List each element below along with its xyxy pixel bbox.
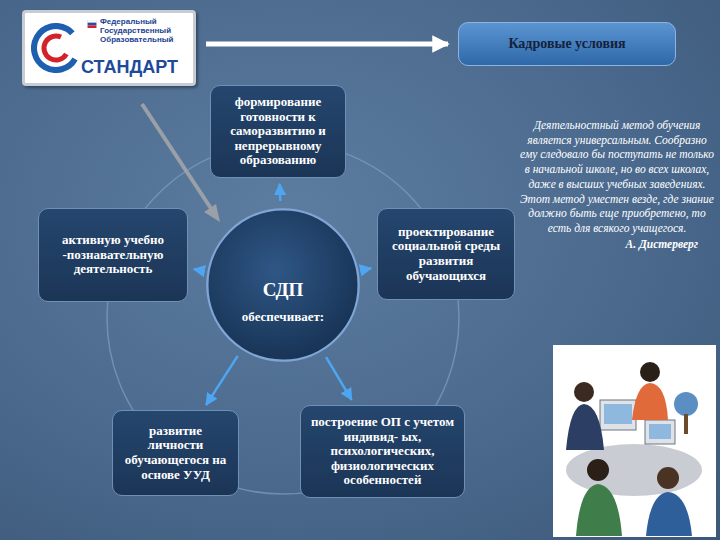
box-text: формирование готовности к саморазвитию и… [219,95,337,168]
logo-caption: Федеральный Государственный Образователь… [100,18,180,45]
connector-arrow [326,357,352,400]
connector-arrow [366,268,372,269]
process-box: проектирование социальной среды развития… [377,208,515,300]
quote-author: А. Дистерверг [518,237,716,252]
process-box: активную учебно -познавательную деятельн… [38,208,188,302]
text-block: Кадровые условия [508,36,625,52]
process-box: формирование готовности к саморазвитию и… [210,85,346,178]
logo-wordmark: СТАНДАРТ [81,57,178,78]
process-box: развитие личности обучающегося на основе… [112,410,239,496]
text-block: проектирование социальной среды развития… [386,225,506,283]
box-text: развитие личности обучающегося на основе… [121,424,230,482]
title-box: Кадровые условия [458,22,676,66]
process-box: построение ОП с учетом индивид- ых, псих… [300,405,465,498]
title-text: Кадровые условия [508,36,625,52]
center-circle: СДП обеспечивает: [205,207,361,363]
text-block: формирование готовности к саморазвитию и… [219,95,337,168]
connector-arrow [206,356,238,405]
circle-subtitle: обеспечивает: [242,309,324,325]
pointer-arrow [142,104,220,222]
box-text: проектирование социальной среды развития… [386,225,506,283]
text-block: активную учебно -познавательную деятельн… [47,233,179,277]
connector-arrow [278,184,281,201]
photo-illustration [553,345,716,537]
connector-arrow [194,269,200,270]
box-text: построение ОП с учетом индивид- ых, псих… [309,415,456,488]
flow-arrow [206,42,448,47]
quote-text: Деятельностный метод обучения является у… [518,118,716,236]
text-block: построение ОП с учетом индивид- ых, псих… [309,415,456,488]
outer-ring [107,142,459,494]
text-block: развитие личности обучающегося на основе… [121,424,230,482]
logo-icon [31,23,81,73]
box-text: активную учебно -познавательную деятельн… [47,233,179,277]
flag-icon [87,20,97,28]
logo-badge: Федеральный Государственный Образователь… [22,10,196,86]
circle-heading: СДП [263,279,304,301]
